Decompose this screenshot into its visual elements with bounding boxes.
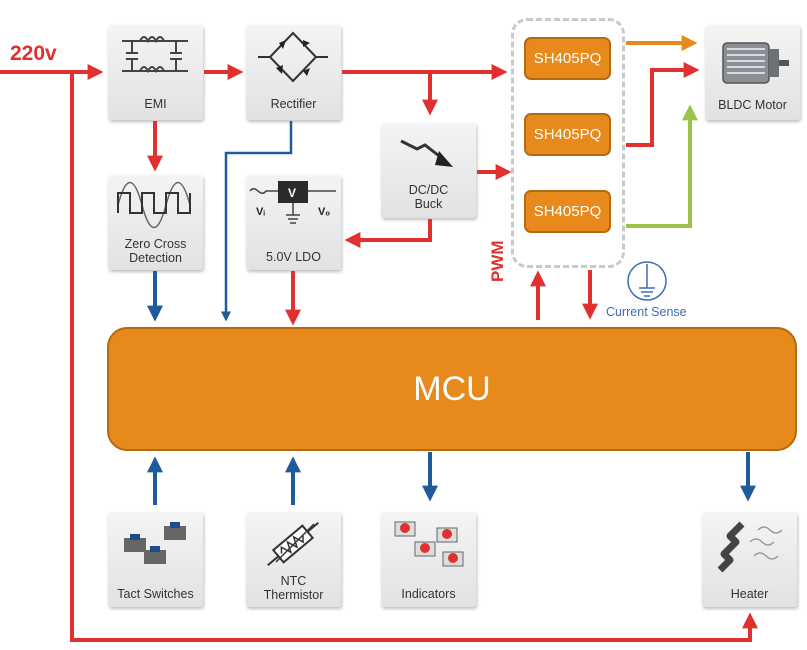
zero-cross-label-1: Zero Cross	[124, 237, 187, 251]
indicators-label: Indicators	[401, 587, 456, 601]
zero-cross-wave-icon	[117, 182, 191, 228]
buck-label-1: DC/DC	[408, 183, 449, 197]
ntc-label-2: Thermistor	[263, 588, 324, 602]
driver-chip-2: SH405PQ	[524, 113, 611, 156]
tact-switches-block: Tact Switches	[108, 512, 203, 607]
emi-label: EMI	[144, 97, 167, 111]
zero-cross-block: Zero Cross Detection	[108, 175, 203, 270]
arrow-buck-ldo	[344, 219, 432, 248]
input-voltage-label: 220v	[10, 42, 57, 65]
indicators-block: Indicators	[381, 512, 476, 607]
heater-label: Heater	[730, 587, 769, 601]
buck-block: DC/DC Buck	[381, 123, 476, 218]
ldo-regulator-icon: Vᵢ V Vₒ	[249, 181, 336, 224]
bridge-rectifier-icon	[258, 31, 328, 83]
tact-switches-label: Tact Switches	[117, 587, 194, 601]
led-indicator-icon	[394, 521, 464, 567]
current-sense-label: Current Sense	[606, 305, 687, 319]
ldo-vout-label: Vₒ	[318, 206, 330, 218]
tact-switch-icon	[124, 522, 186, 564]
motor-icon	[722, 42, 789, 84]
thermistor-icon	[267, 522, 319, 566]
emi-filter-icon	[122, 36, 188, 74]
mcu-block: MCU	[107, 327, 797, 451]
current-sense-icon	[627, 261, 667, 301]
rectifier-block: Rectifier	[246, 25, 341, 120]
bldc-motor-block: BLDC Motor	[705, 25, 800, 120]
arrow-driver3-motor	[626, 104, 698, 228]
zero-cross-label-2: Detection	[129, 251, 182, 265]
ldo-label: 5.0V LDO	[266, 250, 321, 264]
emi-block: EMI	[108, 25, 203, 120]
mcu-label: MCU	[413, 369, 491, 408]
ldo-v-label: V	[288, 186, 296, 200]
buck-label-2: Buck	[414, 197, 443, 211]
bldc-motor-label: BLDC Motor	[718, 98, 787, 112]
ntc-label-1: NTC	[280, 574, 307, 588]
driver-chip-3: SH405PQ	[524, 190, 611, 233]
ntc-block: NTC Thermistor	[246, 512, 341, 607]
buck-down-arrow-icon	[400, 139, 453, 167]
heater-coil-icon	[717, 521, 783, 573]
ldo-vin-label: Vᵢ	[256, 206, 265, 218]
ldo-block: Vᵢ V Vₒ 5.0V LDO	[246, 175, 341, 270]
driver-chip-1: SH405PQ	[524, 37, 611, 80]
rectifier-label: Rectifier	[270, 97, 317, 111]
heater-block: Heater	[702, 512, 797, 607]
arrow-driver2-motor	[626, 62, 700, 147]
pwm-label: PWM	[488, 240, 507, 282]
